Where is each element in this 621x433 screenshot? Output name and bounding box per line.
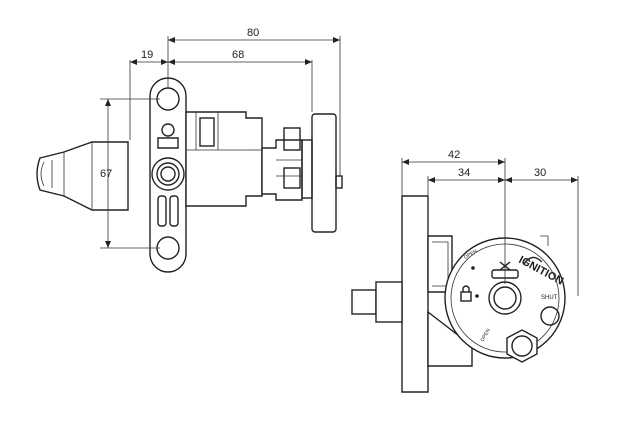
front-back-plate — [401, 195, 429, 393]
dim-34: 34 — [458, 167, 470, 179]
lock-icon — [460, 291, 472, 302]
dim-80: 80 — [247, 27, 259, 39]
seat-lock-hex — [506, 329, 538, 363]
shut-label: SHUT — [541, 295, 558, 301]
shut-button — [540, 306, 560, 326]
side-view — [36, 77, 343, 273]
side-dimensions: 80 68 19 67 — [100, 27, 341, 249]
dim-30: 30 — [534, 167, 546, 179]
dim-42: 42 — [448, 149, 460, 161]
dim-67: 67 — [100, 168, 112, 180]
front-shaft — [351, 289, 377, 315]
flange — [311, 113, 337, 233]
dim-68: 68 — [232, 49, 244, 61]
dim-19: 19 — [141, 49, 153, 61]
front-view: IGNITION OPEN OPEN SHUT — [351, 195, 566, 393]
front-dimensions: 42 34 30 — [401, 149, 579, 296]
connector — [261, 139, 303, 201]
nozzle — [36, 141, 129, 211]
lock-body — [185, 111, 263, 207]
